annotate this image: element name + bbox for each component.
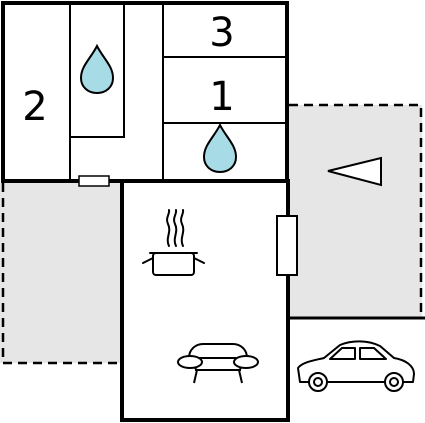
window-icon <box>276 215 298 276</box>
car-icon <box>297 340 415 392</box>
sofa-icon <box>177 343 259 384</box>
terrace-left <box>0 183 122 365</box>
arrow-left-icon <box>327 156 382 187</box>
cooking-pot-icon <box>142 209 205 276</box>
terrace-right-fill <box>289 105 422 318</box>
room-label-1: 1 <box>209 74 234 120</box>
room-label-2: 2 <box>22 84 47 130</box>
door-icon <box>78 175 110 187</box>
water-drop-icon <box>202 122 238 174</box>
water-drop-icon <box>79 43 115 95</box>
terrace-left-fill <box>0 183 122 363</box>
terrace-left-dashed-edge <box>1 183 122 365</box>
lower-block-wall <box>120 179 290 422</box>
room-label-3: 3 <box>209 10 234 56</box>
terrace-right <box>289 103 423 318</box>
terrace-right-dashed-edge <box>289 103 423 318</box>
bathroom-left-wall <box>70 3 125 138</box>
